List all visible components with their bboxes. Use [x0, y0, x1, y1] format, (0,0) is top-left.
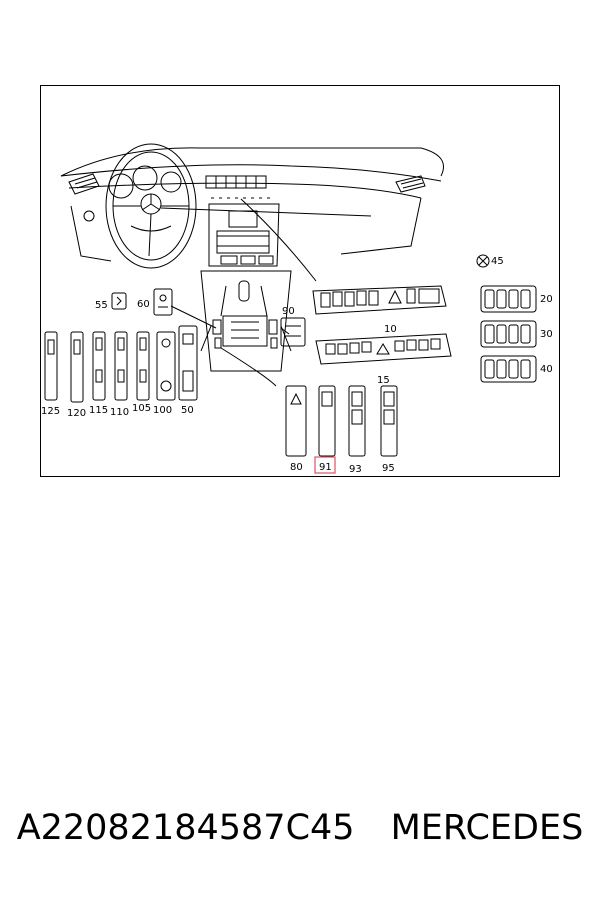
part-55-switch: [111, 292, 127, 310]
part-45-screw: [476, 254, 490, 268]
label-40: 40: [540, 364, 553, 375]
part-10-switch-panel: [312, 285, 447, 315]
left-switches: [44, 325, 198, 403]
part-15-switch-panel: [315, 333, 452, 365]
label-110: 110: [110, 407, 129, 418]
label-105: 105: [132, 403, 151, 414]
label-55: 55: [95, 300, 108, 311]
label-93: 93: [349, 464, 362, 475]
parts-diagram-frame: 45 20 30 40 10 15 55 60 90 125 120 115 1…: [40, 85, 560, 477]
brand-name: MERCEDES: [390, 808, 584, 848]
part-90-switch: [280, 317, 306, 347]
label-15: 15: [377, 375, 390, 386]
bottom-switches: [285, 385, 398, 457]
part-40-frame: [480, 355, 537, 383]
label-20: 20: [540, 294, 553, 305]
label-45: 45: [491, 256, 504, 267]
label-95: 95: [382, 463, 395, 474]
label-60: 60: [137, 299, 150, 310]
label-50: 50: [181, 405, 194, 416]
part-20-frame: [480, 285, 537, 313]
part-30-frame: [480, 320, 537, 348]
part-60-switch: [153, 288, 173, 316]
label-100: 100: [153, 405, 172, 416]
dashboard-illustration: [60, 143, 444, 387]
label-115: 115: [89, 405, 108, 416]
label-125: 125: [41, 406, 60, 417]
label-30: 30: [540, 329, 553, 340]
parts-diagram: 45 20 30 40 10 15 55 60 90 125 120 115 1…: [41, 143, 553, 475]
part-labels: 45 20 30 40 10 15 55 60 90 125 120 115 1…: [41, 256, 553, 475]
highlight-box-91: [314, 456, 336, 474]
label-91: 91: [319, 462, 332, 473]
label-120: 120: [67, 408, 86, 419]
part-number: A22082184587C45: [16, 808, 355, 848]
label-90: 90: [282, 306, 295, 317]
label-10: 10: [384, 324, 397, 335]
label-80: 80: [290, 462, 303, 473]
part-caption: A22082184587C45 MERCEDES: [0, 808, 600, 848]
